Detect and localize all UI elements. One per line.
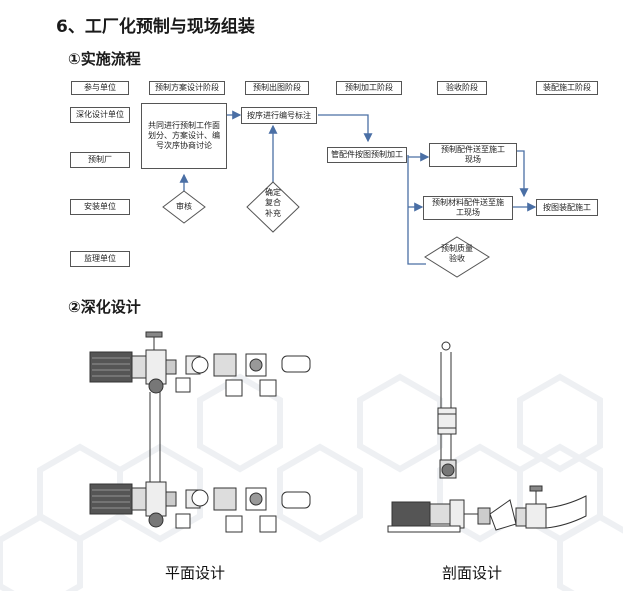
flow-numbering: 按序进行编号标注 (241, 107, 317, 124)
header-acceptance: 验收阶段 (437, 81, 487, 95)
decision-review: 审核 (176, 202, 192, 211)
unit-design: 深化设计单位 (70, 107, 130, 123)
unit-supervision: 监理单位 (70, 251, 130, 267)
flow-materials-delivery: 预制材料配件送至施工现场 (423, 196, 513, 220)
header-drawing: 预制出图阶段 (245, 81, 309, 95)
decision-acceptance: 预制质量验收 (441, 244, 473, 264)
flow-joint-planning: 共同进行预制工作面划分、方案设计、编号次序协商讨论 (141, 103, 227, 169)
unit-install: 安装单位 (70, 199, 130, 215)
header-assembly: 装配施工阶段 (536, 81, 598, 95)
unit-prefab-factory: 预制厂 (70, 152, 130, 168)
decision-confirm: 确定复合补充 (265, 188, 281, 218)
section-title-design: ②深化设计 (68, 298, 141, 316)
section-title-process: ①实施流程 (68, 50, 141, 68)
page-title: 6、工厂化预制与现场组装 (56, 17, 255, 37)
header-processing: 预制加工阶段 (336, 81, 402, 95)
flow-fittings-delivery: 预制配件送至施工现场 (429, 143, 517, 167)
header-participants: 参与单位 (71, 81, 129, 95)
flow-assembly: 按图装配施工 (536, 199, 598, 216)
header-scheme-design: 预制方案设计阶段 (149, 81, 225, 95)
flow-processing: 管配件按图预制加工 (327, 147, 407, 163)
caption-plan: 平面设计 (165, 564, 226, 582)
caption-section: 剖面设计 (442, 564, 503, 582)
